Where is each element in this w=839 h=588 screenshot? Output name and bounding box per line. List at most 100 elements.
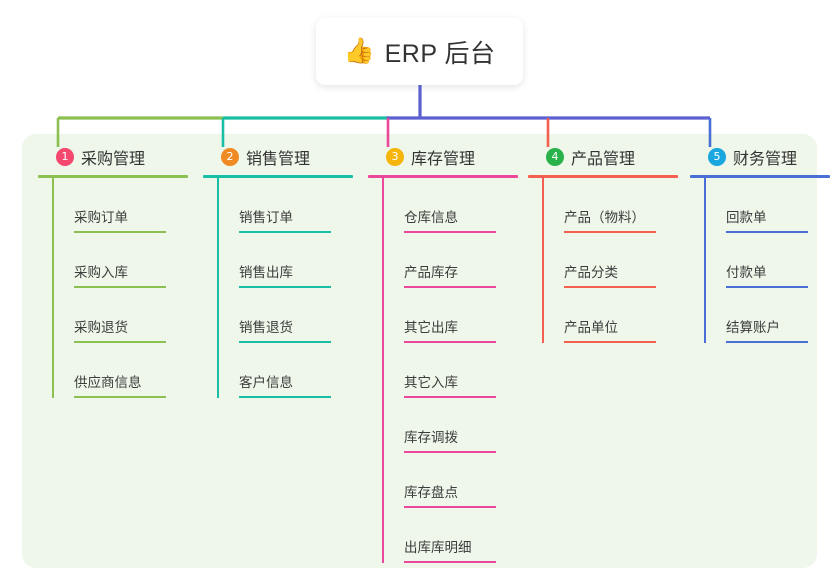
- list-item[interactable]: 销售订单: [217, 178, 353, 233]
- branch-items-4: 产品（物料） 产品分类产品单位: [528, 178, 678, 343]
- list-item-label: 采购订单: [74, 210, 128, 226]
- list-item[interactable]: 产品库存: [382, 233, 518, 288]
- branch-underline-4: [528, 175, 678, 178]
- branch-underline-1: [38, 175, 188, 178]
- branch-column-1: 1 采购管理采购订单采购入库采购退货供应商信息: [38, 144, 188, 398]
- list-item-underline: [564, 286, 656, 288]
- list-item-underline: [239, 286, 331, 288]
- root-node-title: ERP 后台: [384, 39, 496, 68]
- list-item-underline: [74, 396, 166, 398]
- list-item-label: 产品（物料）: [564, 210, 645, 226]
- branch-underline-5: [690, 175, 830, 178]
- list-item[interactable]: 供应商信息: [52, 343, 188, 398]
- list-item[interactable]: 回款单: [704, 178, 830, 233]
- branch-column-2: 2 销售管理销售订单销售出库销售退货客户信息: [203, 144, 353, 398]
- list-item[interactable]: 产品（物料）: [542, 178, 678, 233]
- list-item-underline: [404, 506, 496, 508]
- list-item[interactable]: 仓库信息: [382, 178, 518, 233]
- list-item-label: 库存盘点: [404, 485, 458, 501]
- branch-items-3: 仓库信息产品库存其它出库其它入库库存调拨库存盘点出库库明细: [368, 178, 518, 563]
- list-item[interactable]: 其它出库: [382, 288, 518, 343]
- list-item-underline: [74, 231, 166, 233]
- list-item-label: 产品分类: [564, 265, 618, 281]
- list-item[interactable]: 客户信息: [217, 343, 353, 398]
- list-item-underline: [726, 231, 808, 233]
- branch-column-4: 4 产品管理产品（物料） 产品分类产品单位: [528, 144, 678, 343]
- branch-header-5[interactable]: 5 财务管理: [690, 144, 830, 170]
- list-item-underline: [726, 341, 808, 343]
- branch-column-3: 3 库存管理仓库信息产品库存其它出库其它入库库存调拨库存盘点出库库明细: [368, 144, 518, 563]
- list-item-underline: [404, 561, 496, 563]
- branch-badge-3: 3: [386, 148, 404, 166]
- branch-trunk-line-1: [52, 178, 54, 398]
- list-item-label: 客户信息: [239, 375, 293, 391]
- branch-items-2: 销售订单销售出库销售退货客户信息: [203, 178, 353, 398]
- root-node-card[interactable]: 👍 ERP 后台: [316, 18, 523, 85]
- list-item[interactable]: 其它入库: [382, 343, 518, 398]
- branch-items-1: 采购订单采购入库采购退货供应商信息: [38, 178, 188, 398]
- list-item-underline: [74, 341, 166, 343]
- list-item[interactable]: 库存调拨: [382, 398, 518, 453]
- branch-title-3: 库存管理: [411, 151, 476, 168]
- list-item-underline: [564, 341, 656, 343]
- list-item-label: 其它出库: [404, 320, 458, 336]
- list-item-underline: [404, 451, 496, 453]
- list-item-underline: [404, 341, 496, 343]
- list-item-underline: [404, 286, 496, 288]
- branch-header-3[interactable]: 3 库存管理: [368, 144, 518, 170]
- branch-underline-3: [368, 175, 518, 178]
- list-item-label: 销售订单: [239, 210, 293, 226]
- branch-trunk-line-2: [217, 178, 219, 398]
- branch-header-1[interactable]: 1 采购管理: [38, 144, 188, 170]
- list-item-label: 回款单: [726, 210, 767, 226]
- list-item[interactable]: 采购退货: [52, 288, 188, 343]
- list-item-label: 其它入库: [404, 375, 458, 391]
- branch-badge-1: 1: [56, 148, 74, 166]
- list-item-underline: [74, 286, 166, 288]
- list-item-label: 采购入库: [74, 265, 128, 281]
- list-item-label: 产品单位: [564, 320, 618, 336]
- list-item-label: 结算账户: [726, 320, 780, 336]
- list-item[interactable]: 出库库明细: [382, 508, 518, 563]
- branch-header-4[interactable]: 4 产品管理: [528, 144, 678, 170]
- list-item-underline: [564, 231, 656, 233]
- branch-items-5: 回款单付款单结算账户: [690, 178, 830, 343]
- list-item[interactable]: 采购入库: [52, 233, 188, 288]
- list-item-label: 仓库信息: [404, 210, 458, 226]
- list-item[interactable]: 采购订单: [52, 178, 188, 233]
- branch-trunk-line-3: [382, 178, 384, 563]
- diagram-background-panel: [22, 134, 817, 568]
- branch-title-2: 销售管理: [246, 151, 311, 168]
- branch-badge-2: 2: [221, 148, 239, 166]
- list-item-label: 产品库存: [404, 265, 458, 281]
- branch-title-4: 产品管理: [571, 151, 636, 168]
- list-item-label: 出库库明细: [404, 540, 472, 556]
- list-item-label: 库存调拨: [404, 430, 458, 446]
- list-item-underline: [239, 341, 331, 343]
- branch-column-5: 5 财务管理回款单付款单结算账户: [690, 144, 830, 343]
- branch-badge-5: 5: [708, 148, 726, 166]
- list-item[interactable]: 产品分类: [542, 233, 678, 288]
- branch-badge-4: 4: [546, 148, 564, 166]
- list-item-label: 付款单: [726, 265, 767, 281]
- list-item-underline: [404, 396, 496, 398]
- branch-title-1: 采购管理: [81, 151, 146, 168]
- list-item[interactable]: 销售出库: [217, 233, 353, 288]
- list-item-label: 采购退货: [74, 320, 128, 336]
- list-item-underline: [726, 286, 808, 288]
- list-item-label: 销售出库: [239, 265, 293, 281]
- branch-underline-2: [203, 175, 353, 178]
- list-item[interactable]: 付款单: [704, 233, 830, 288]
- list-item[interactable]: 产品单位: [542, 288, 678, 343]
- list-item-underline: [404, 231, 496, 233]
- list-item-underline: [239, 396, 331, 398]
- list-item[interactable]: 结算账户: [704, 288, 830, 343]
- branch-header-2[interactable]: 2 销售管理: [203, 144, 353, 170]
- list-item-underline: [239, 231, 331, 233]
- branch-trunk-line-4: [542, 178, 544, 343]
- list-item[interactable]: 库存盘点: [382, 453, 518, 508]
- thumbs-up-icon: 👍: [343, 37, 375, 65]
- branch-trunk-line-5: [704, 178, 706, 343]
- list-item[interactable]: 销售退货: [217, 288, 353, 343]
- branch-title-5: 财务管理: [733, 151, 798, 168]
